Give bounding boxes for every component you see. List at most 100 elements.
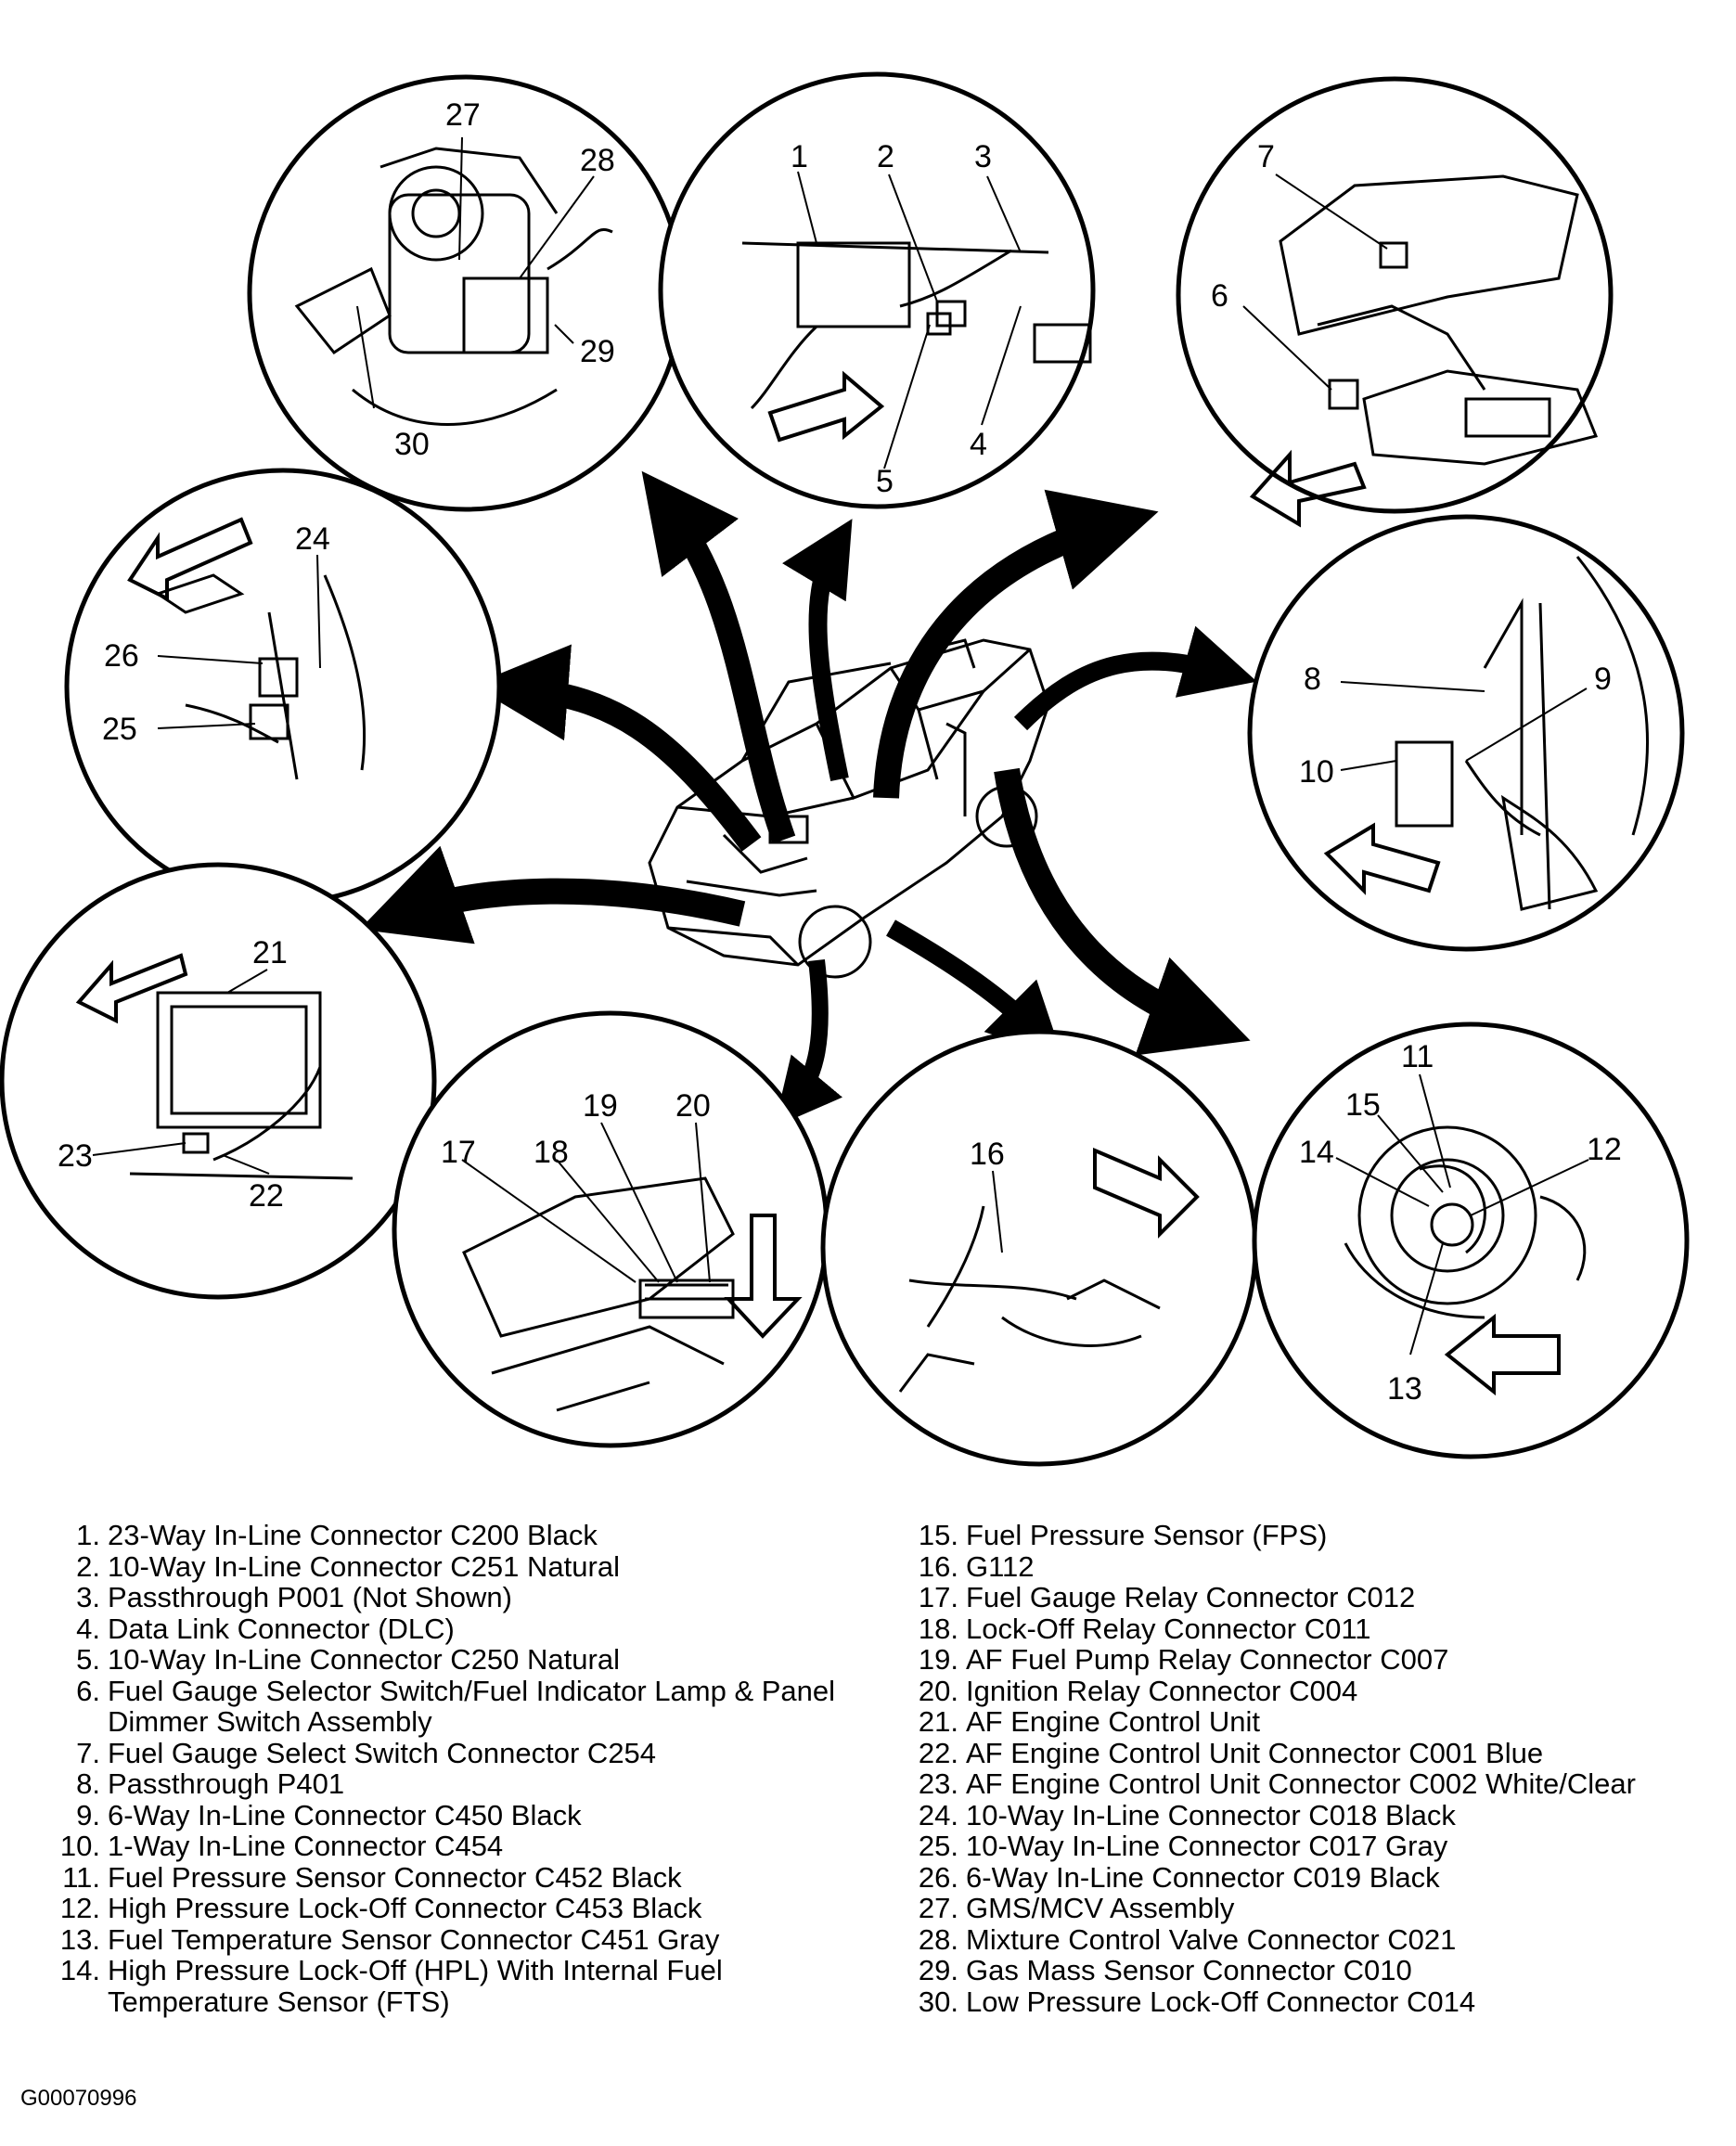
callout-11: 11 [1401, 1039, 1434, 1074]
legend-item-text: Lock-Off Relay Connector C011 [966, 1612, 1371, 1645]
legend-item-text: 6-Way In-Line Connector C019 Black [966, 1860, 1440, 1894]
legend-item-number: 2. [76, 1549, 100, 1583]
legend-item-text: 1-Way In-Line Connector C454 [108, 1830, 504, 1862]
callout-18: 18 [534, 1135, 569, 1170]
legend-item-number: 1. [76, 1519, 100, 1551]
legend-item-number: 11. [62, 1860, 100, 1894]
legend-item-number: 5. [76, 1643, 100, 1676]
detail-view-21-23 [0, 862, 437, 1300]
legend-item-text: Low Pressure Lock-Off Connector C014 [966, 1985, 1476, 2018]
callout-29: 29 [580, 334, 615, 369]
legend-item-number: 3. [76, 1581, 100, 1613]
callout-6: 6 [1211, 278, 1228, 314]
legend-item-number: 18. [918, 1612, 958, 1645]
callout-2: 2 [877, 139, 894, 174]
legend-item-text: Passthrough P001 (Not Shown) [108, 1581, 512, 1613]
legend-item-text: High Pressure Lock-Off (HPL) With Intern… [108, 1954, 723, 2018]
legend-item: 6.Fuel Gauge Selector Switch/Fuel Indica… [56, 1675, 863, 1738]
legend-item-number: 27. [918, 1892, 958, 1924]
legend-item-number: 21. [918, 1705, 958, 1738]
legend-item-number: 7. [76, 1736, 100, 1769]
leader-lines [92, 136, 1589, 1356]
callout-12: 12 [1587, 1132, 1622, 1167]
legend-item: 7.Fuel Gauge Select Switch Connector C25… [56, 1736, 863, 1769]
legend-item-text: Fuel Pressure Sensor Connector C452 Blac… [108, 1860, 682, 1894]
detail-view-24-26 [64, 468, 502, 906]
legend-item-text: GMS/MCV Assembly [966, 1892, 1235, 1924]
detail-view-6-7 [1176, 76, 1614, 528]
detail-view-8-10 [1247, 514, 1685, 952]
figure-id: G00070996 [20, 2086, 137, 2111]
legend-item-text: G112 [966, 1549, 1035, 1583]
detail-view-1-5 [658, 71, 1096, 509]
legend-item: 11.Fuel Pressure Sensor Connector C452 B… [56, 1860, 863, 1894]
connector-location-diagram: 1 2 3 4 5 6 7 8 9 10 11 12 13 14 15 16 1… [0, 71, 1690, 1467]
legend-item-number: 23. [918, 1767, 958, 1800]
legend-item-text: High Pressure Lock-Off Connector C453 Bl… [108, 1892, 702, 1924]
legend-item-text: AF Engine Control Unit Connector C002 Wh… [966, 1767, 1636, 1800]
legend-item-number: 9. [76, 1798, 100, 1831]
legend-item-text: Fuel Temperature Sensor Connector C451 G… [108, 1922, 720, 1956]
legend-item: 4.Data Link Connector (DLC) [56, 1613, 863, 1645]
legend-item: 19.AF Fuel Pump Relay Connector C007 [914, 1644, 1730, 1676]
legend-item-text: Fuel Gauge Relay Connector C012 [966, 1581, 1416, 1613]
callout-27: 27 [445, 97, 481, 133]
detail-view-17-20 [392, 1010, 829, 1448]
callout-4: 4 [970, 427, 987, 462]
legend-item-text: Ignition Relay Connector C004 [966, 1674, 1358, 1707]
detail-view-16 [820, 1029, 1258, 1467]
legend-item-number: 19. [918, 1643, 958, 1676]
legend-item-number: 28. [918, 1922, 958, 1956]
legend-item: 9.6-Way In-Line Connector C450 Black [56, 1798, 863, 1831]
legend-item: 26.6-Way In-Line Connector C019 Black [914, 1860, 1730, 1894]
callout-20: 20 [675, 1088, 711, 1124]
legend-item: 28.Mixture Control Valve Connector C021 [914, 1922, 1730, 1956]
legend-item-number: 22. [918, 1736, 958, 1769]
callout-15: 15 [1345, 1087, 1381, 1123]
legend-item: 29.Gas Mass Sensor Connector C010 [914, 1955, 1730, 1986]
callout-7: 7 [1257, 139, 1275, 174]
legend-item: 5.10-Way In-Line Connector C250 Natural [56, 1644, 863, 1676]
callout-28: 28 [580, 143, 615, 178]
legend-item-text: Fuel Gauge Select Switch Connector C254 [108, 1736, 657, 1769]
legend-item: 22.AF Engine Control Unit Connector C001… [914, 1736, 1730, 1769]
callout-17: 17 [441, 1135, 476, 1170]
callout-21: 21 [252, 935, 288, 970]
legend-item: 10.1-Way In-Line Connector C454 [56, 1831, 863, 1862]
callout-30: 30 [394, 427, 430, 462]
legend-item-text: AF Engine Control Unit [966, 1705, 1261, 1738]
legend-item: 3.Passthrough P001 (Not Shown) [56, 1582, 863, 1613]
legend-item-text: 10-Way In-Line Connector C251 Natural [108, 1549, 620, 1583]
legend-item-number: 24. [918, 1798, 958, 1831]
legend-item-number: 20. [918, 1674, 958, 1707]
legend-item-number: 4. [76, 1612, 100, 1645]
callout-5: 5 [876, 464, 894, 499]
callout-3: 3 [974, 139, 992, 174]
callout-9: 9 [1594, 662, 1612, 697]
legend-item: 30.Low Pressure Lock-Off Connector C014 [914, 1985, 1730, 2018]
legend-item: 21.AF Engine Control Unit [914, 1706, 1730, 1738]
callout-numbers: 1 2 3 4 5 6 7 8 9 10 11 12 13 14 15 16 1… [58, 97, 1622, 1407]
legend-item-number: 13. [59, 1922, 100, 1956]
legend-item-number: 30. [918, 1985, 958, 2018]
legend-item: 15.Fuel Pressure Sensor (FPS) [914, 1520, 1730, 1551]
legend-item-number: 8. [76, 1767, 100, 1800]
legend-item-text: Gas Mass Sensor Connector C010 [966, 1954, 1412, 1986]
legend-item-number: 10. [59, 1830, 100, 1862]
legend-item-number: 15. [918, 1519, 958, 1551]
callout-22: 22 [249, 1178, 284, 1214]
legend-item-text: Mixture Control Valve Connector C021 [966, 1922, 1457, 1956]
legend-item-text: 10-Way In-Line Connector C017 Gray [966, 1830, 1448, 1862]
legend-item: 1.23-Way In-Line Connector C200 Black [56, 1520, 863, 1551]
callout-10: 10 [1299, 754, 1334, 790]
legend-item-number: 29. [918, 1954, 958, 1986]
legend-item: 25.10-Way In-Line Connector C017 Gray [914, 1831, 1730, 1862]
callout-24: 24 [295, 521, 330, 557]
legend-item-text: 10-Way In-Line Connector C018 Black [966, 1798, 1456, 1831]
legend-item: 8.Passthrough P401 [56, 1768, 863, 1800]
legend-item-number: 16. [918, 1549, 958, 1583]
callout-23: 23 [58, 1138, 93, 1174]
legend-item-number: 17. [918, 1581, 958, 1613]
